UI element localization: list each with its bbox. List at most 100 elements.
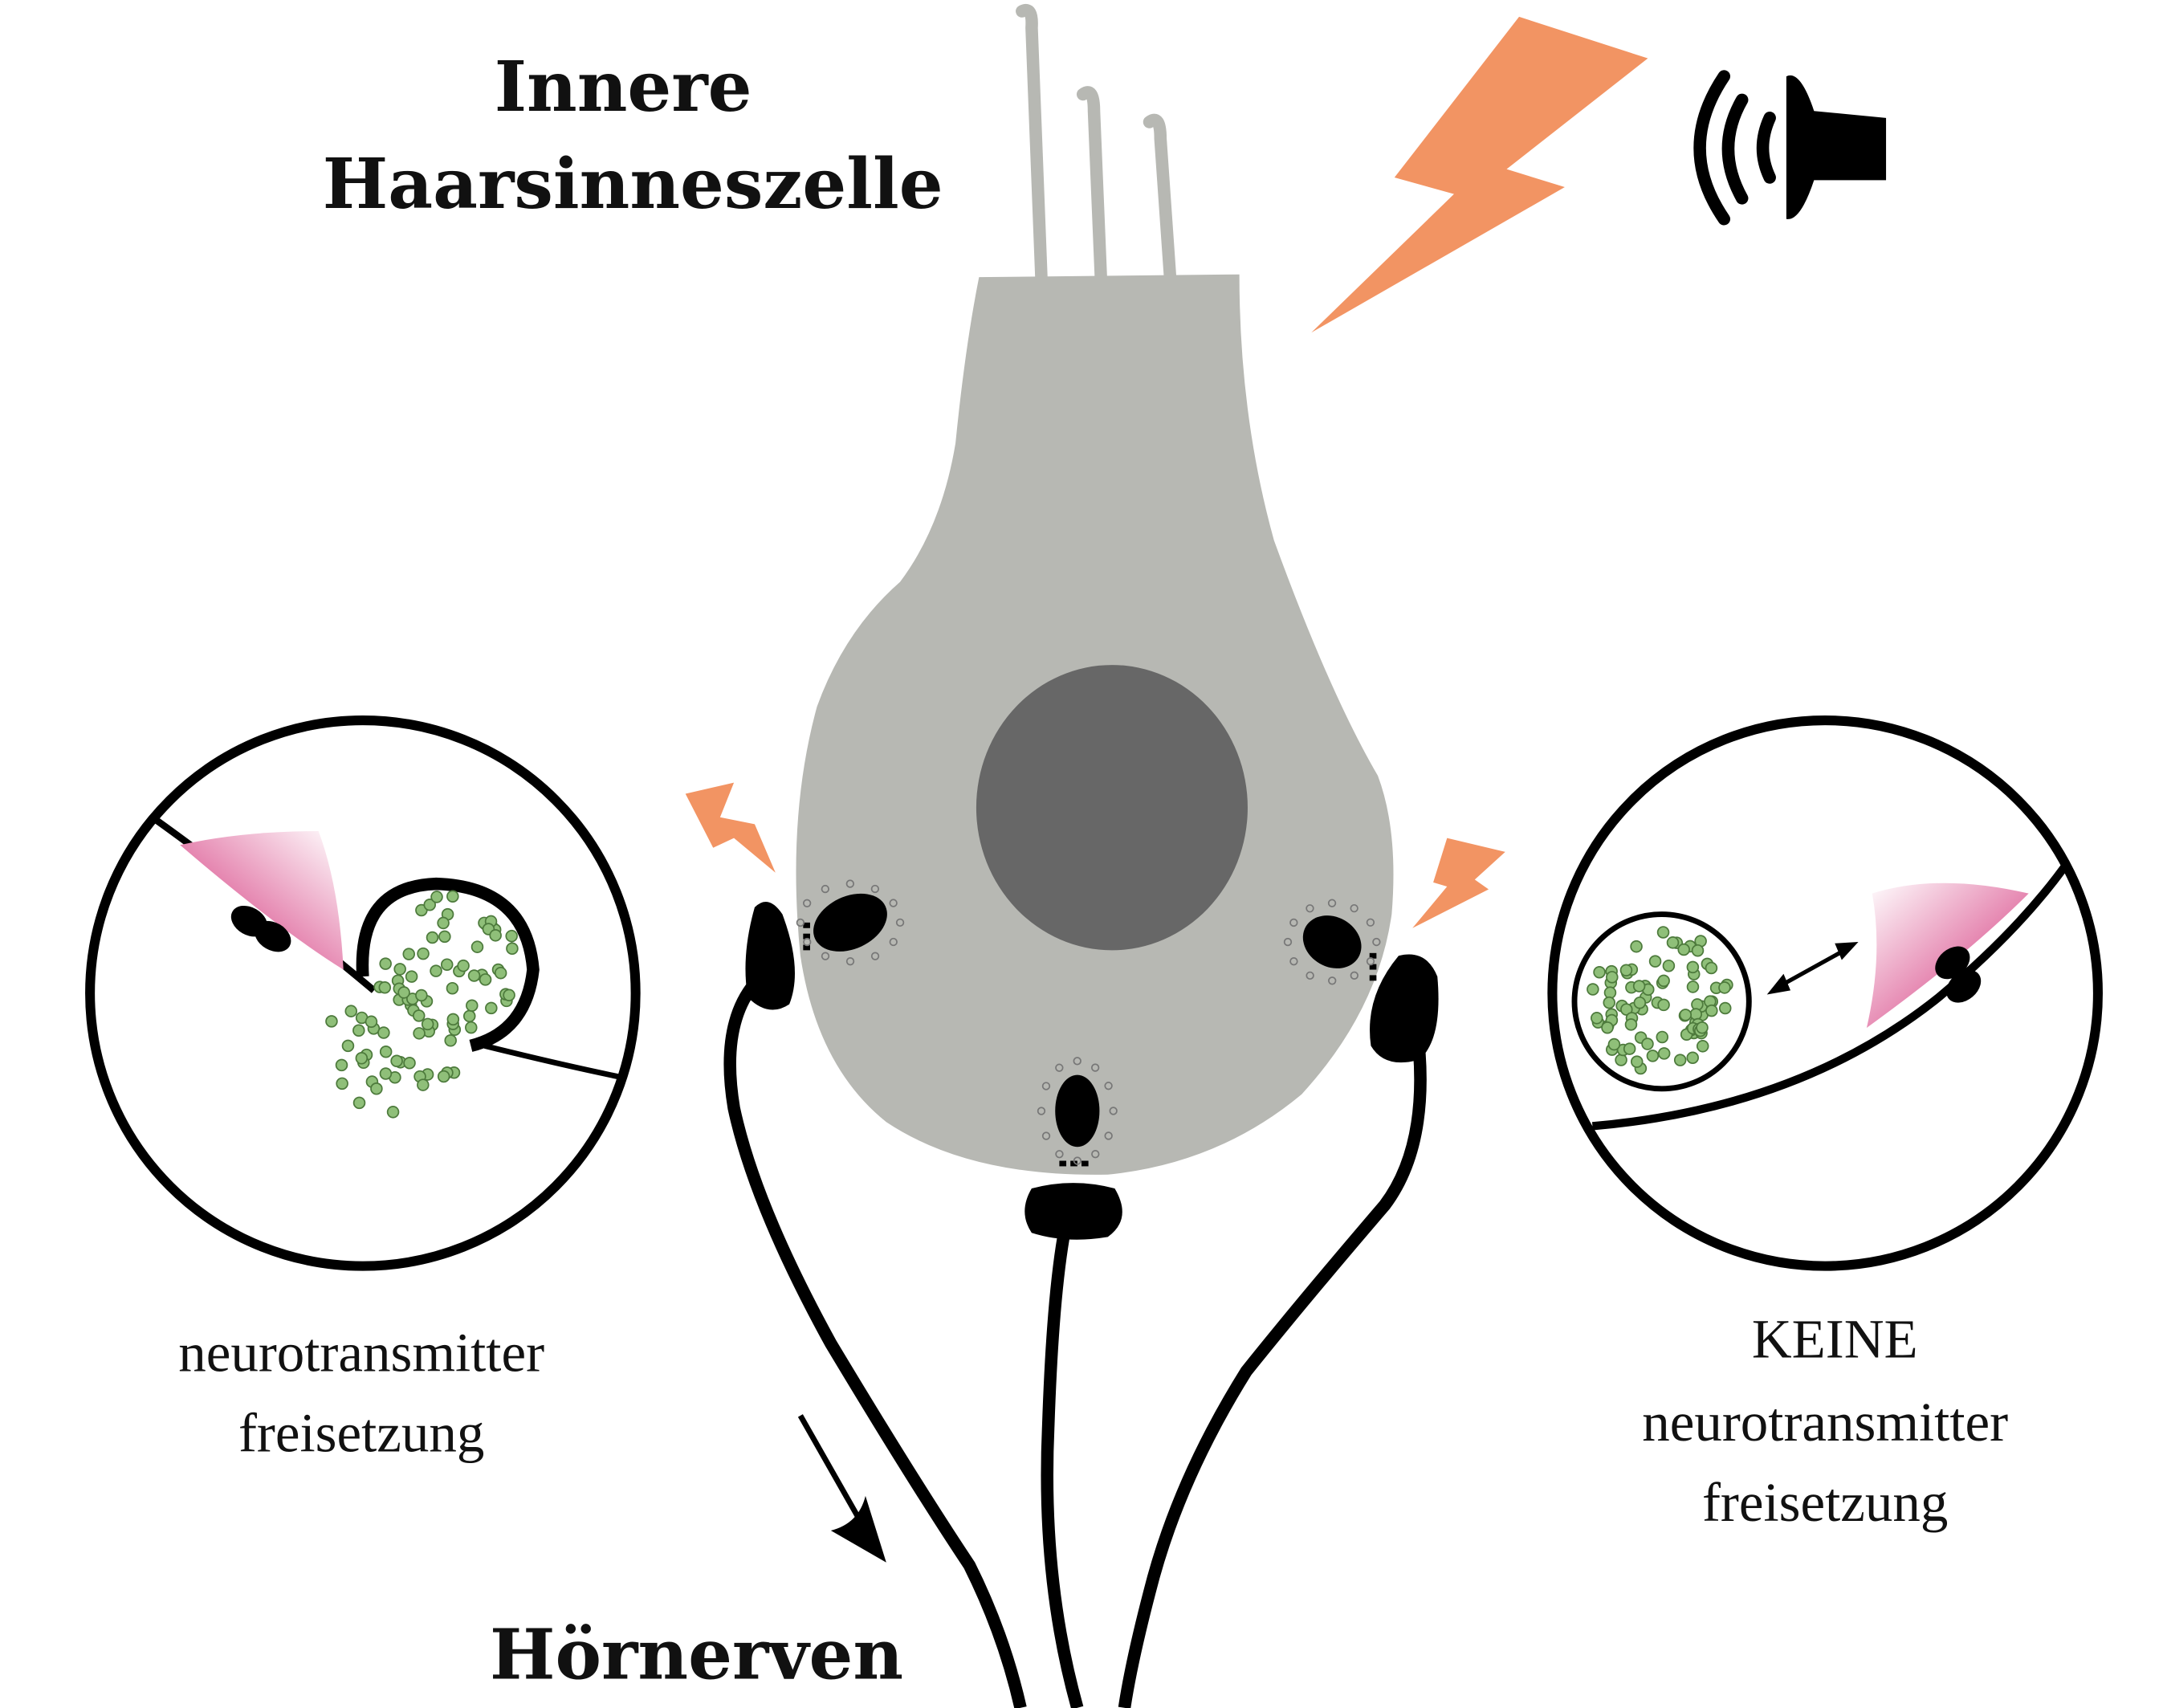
vesicle xyxy=(1109,1107,1118,1115)
vesicle xyxy=(485,1001,498,1015)
vesicle xyxy=(870,884,880,894)
vesicle xyxy=(821,884,829,894)
vesicle xyxy=(457,959,470,972)
vesicle xyxy=(1657,974,1670,988)
vesicle xyxy=(336,1077,348,1090)
vesicle xyxy=(803,937,812,947)
vesicle xyxy=(889,899,898,907)
vesicle xyxy=(1718,1001,1732,1015)
vesicle xyxy=(1041,1131,1051,1140)
vesicle xyxy=(335,1058,348,1072)
right-inset-label-1: neurotransmitter xyxy=(1642,1392,2008,1453)
vesicle xyxy=(821,952,830,960)
vesicle xyxy=(446,890,459,903)
vesicle xyxy=(1327,899,1337,907)
vesicle xyxy=(426,931,439,944)
vesicle xyxy=(1283,937,1293,947)
right-inset-label-2: freisetzung xyxy=(1702,1472,1948,1533)
vesicle xyxy=(413,1027,426,1040)
vesicle xyxy=(1630,940,1643,953)
vesicle xyxy=(440,958,454,971)
vesicle xyxy=(845,956,855,966)
vesicle xyxy=(1632,980,1646,993)
vesicle xyxy=(462,1009,476,1023)
vesicle xyxy=(1591,1012,1603,1025)
vesicle xyxy=(895,918,905,927)
vesicle xyxy=(438,930,451,944)
vesicle xyxy=(379,1067,393,1080)
vesicle xyxy=(444,1034,457,1047)
vesicle xyxy=(1691,944,1705,957)
vesicle xyxy=(1372,937,1381,947)
vesicle xyxy=(397,986,410,999)
vesicle xyxy=(386,1106,400,1119)
vesicle xyxy=(430,964,442,977)
vesicle xyxy=(1623,1042,1636,1055)
title-line-1: Innere xyxy=(495,47,752,128)
stereocilia xyxy=(1016,3,1177,283)
auditory-nerve-fibers xyxy=(723,902,1439,1708)
left-inset-label-2: freisetzung xyxy=(238,1403,484,1464)
vesicle xyxy=(421,1017,434,1031)
vesicle xyxy=(1666,936,1680,949)
vesicle xyxy=(446,1013,460,1026)
vesicle xyxy=(889,937,898,947)
vesicle xyxy=(1041,1082,1051,1090)
vesicle xyxy=(1073,1057,1082,1066)
vesicle xyxy=(796,918,805,927)
vesicle xyxy=(1073,1156,1082,1165)
vesicle xyxy=(1601,1021,1614,1034)
vesicle xyxy=(506,942,519,956)
vesicle xyxy=(417,1078,430,1091)
vesicle xyxy=(1686,1051,1699,1065)
vesicle xyxy=(344,1005,358,1017)
vesicle xyxy=(1696,1040,1709,1053)
vesicle xyxy=(377,1026,390,1039)
vesicle xyxy=(1306,971,1314,980)
speaker-sound-icon xyxy=(1693,70,1887,226)
vesicle xyxy=(405,970,418,983)
vesicle xyxy=(1090,1063,1100,1072)
vesicle xyxy=(466,999,479,1013)
vesicle xyxy=(503,989,515,1002)
vesicle xyxy=(1037,1107,1046,1115)
vesicle xyxy=(1587,983,1599,996)
inset-release xyxy=(85,715,641,1271)
vesicle xyxy=(802,899,812,907)
vesicle xyxy=(423,898,436,911)
vesicle xyxy=(1624,1018,1638,1031)
vesicle xyxy=(390,1054,403,1067)
vesicle xyxy=(379,957,392,970)
signal-direction-arrow xyxy=(797,1414,886,1563)
vesicle xyxy=(1686,960,1700,974)
vesicle xyxy=(1366,956,1375,966)
vesicle xyxy=(1648,955,1662,968)
vesicle xyxy=(1606,971,1619,984)
vesicle xyxy=(379,1045,393,1058)
vesicle xyxy=(1328,976,1337,985)
vesicle xyxy=(1055,1063,1064,1072)
vesicle xyxy=(341,1039,355,1053)
vesicle xyxy=(489,929,502,942)
vesicle xyxy=(415,989,428,1002)
vesicle xyxy=(467,969,481,982)
vesicle xyxy=(1289,918,1298,927)
nucleus xyxy=(976,665,1248,951)
vesicle xyxy=(1705,961,1718,975)
vesicle xyxy=(403,1057,416,1070)
title-line-2: Haarsinneszelle xyxy=(323,144,943,225)
vesicle xyxy=(430,891,443,903)
vesicle xyxy=(1350,903,1358,913)
vesicle xyxy=(1619,964,1633,977)
vesicle xyxy=(1350,971,1358,980)
vesicle xyxy=(1705,1004,1718,1017)
vesicle xyxy=(1104,1082,1113,1090)
vesicle xyxy=(1055,1150,1064,1159)
vesicle xyxy=(1646,1050,1660,1062)
left-inset-label-1: neurotransmitter xyxy=(178,1323,544,1384)
vesicle xyxy=(465,1021,478,1034)
vesicle xyxy=(505,929,518,943)
double-arrow-icon xyxy=(1766,942,1859,995)
vesicle xyxy=(1718,981,1731,994)
